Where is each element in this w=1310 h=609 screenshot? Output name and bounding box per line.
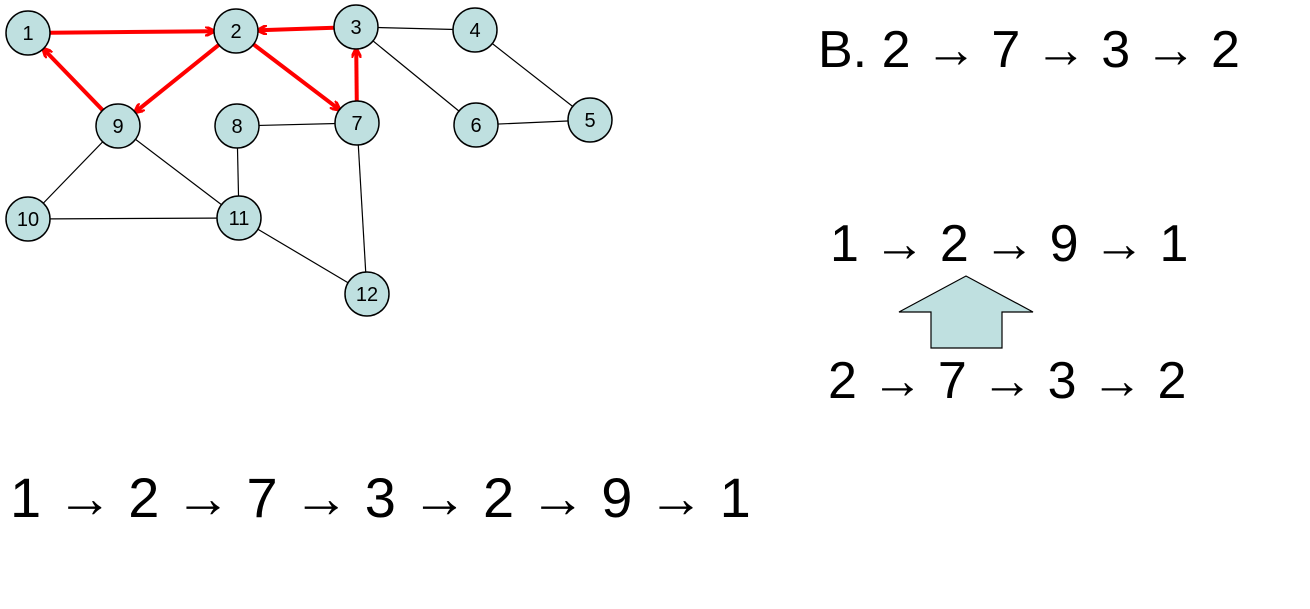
node-circle bbox=[216, 195, 262, 241]
edge-11-12 bbox=[238, 217, 368, 295]
node-6: 6 bbox=[453, 102, 499, 148]
node-circle bbox=[334, 100, 380, 146]
node-circle bbox=[344, 271, 390, 317]
cycle-one-text: 1 → 2 → 9 → 1 bbox=[830, 215, 1189, 273]
highlighted-arcs-layer bbox=[44, 28, 357, 112]
node-9: 9 bbox=[95, 103, 141, 149]
node-3: 3 bbox=[333, 4, 379, 50]
node-11: 11 bbox=[216, 195, 262, 241]
node-label: 10 bbox=[17, 209, 39, 231]
node-circle bbox=[452, 7, 498, 53]
node-circle bbox=[5, 196, 51, 242]
node-circle bbox=[95, 103, 141, 149]
node-label: 3 bbox=[350, 17, 361, 39]
node-8: 8 bbox=[214, 103, 260, 149]
node-4: 4 bbox=[452, 7, 498, 53]
edge-4-5 bbox=[474, 29, 591, 121]
edge-9-11 bbox=[117, 125, 240, 219]
node-label: 1 bbox=[22, 23, 33, 45]
arc-2-to-9 bbox=[136, 43, 221, 112]
node-label: 11 bbox=[229, 208, 250, 230]
arc-7-to-3 bbox=[356, 50, 357, 102]
edge-7-12 bbox=[356, 122, 368, 295]
node-label: 7 bbox=[351, 113, 362, 135]
arc-2-to-7 bbox=[252, 42, 339, 109]
node-label: 6 bbox=[470, 115, 481, 137]
edge-3-6 bbox=[355, 26, 477, 126]
node-label: 9 bbox=[112, 116, 123, 138]
arc-1-to-2 bbox=[49, 31, 213, 33]
edges-layer bbox=[27, 26, 591, 295]
node-1: 1 bbox=[5, 10, 51, 56]
node-circle bbox=[5, 10, 51, 56]
node-12: 12 bbox=[344, 271, 390, 317]
node-label: 4 bbox=[469, 20, 480, 42]
node-label: 8 bbox=[231, 116, 242, 138]
edge-10-11 bbox=[27, 217, 240, 220]
cycle-two-text: 2 → 7 → 3 → 2 bbox=[828, 352, 1187, 410]
node-2: 2 bbox=[213, 8, 259, 54]
labeled-cycle-text: B. 2 → 7 → 3 → 2 bbox=[818, 21, 1240, 79]
node-circle bbox=[333, 4, 379, 50]
node-10: 10 bbox=[5, 196, 51, 242]
node-circle bbox=[213, 8, 259, 54]
node-7: 7 bbox=[334, 100, 380, 146]
node-label: 12 bbox=[356, 284, 378, 306]
up-block-arrow-icon bbox=[898, 275, 1034, 349]
node-label: 2 bbox=[230, 21, 241, 43]
node-circle bbox=[567, 97, 613, 143]
node-circle bbox=[453, 102, 499, 148]
node-circle bbox=[214, 103, 260, 149]
arc-3-to-2 bbox=[259, 28, 335, 31]
node-label: 5 bbox=[584, 110, 595, 132]
arc-9-to-1 bbox=[44, 50, 105, 112]
combined-cycle-text: 1 → 2 → 7 → 3 → 2 → 9 → 1 bbox=[10, 466, 751, 529]
node-5: 5 bbox=[567, 97, 613, 143]
